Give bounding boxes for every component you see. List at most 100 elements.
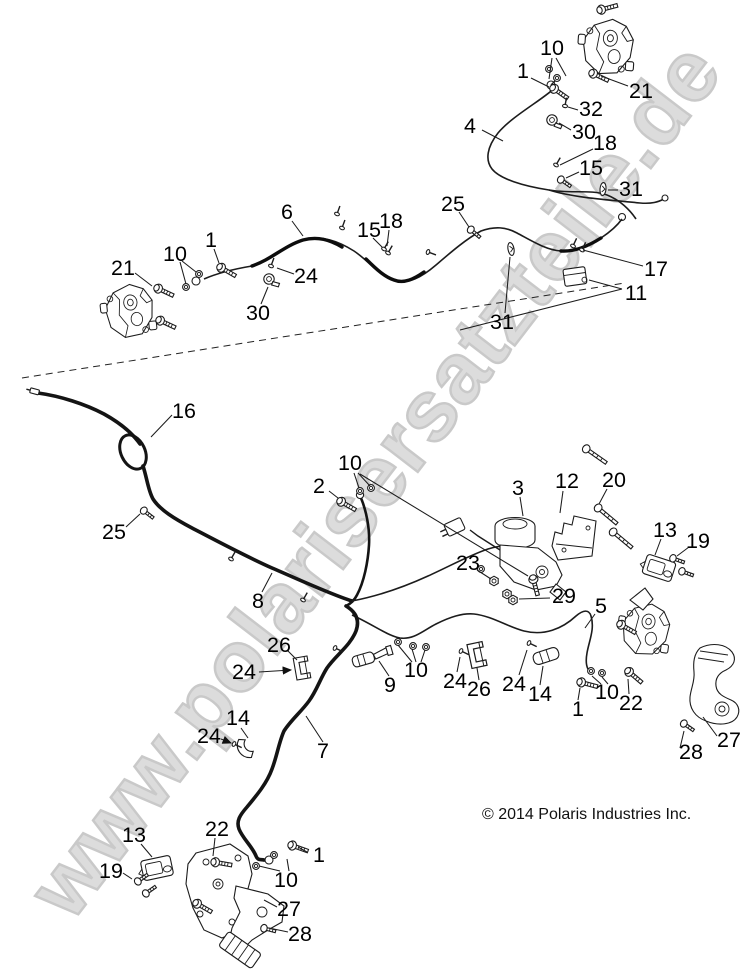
caliper-bracket-27-right — [689, 643, 740, 725]
callout-15: 15 — [357, 218, 381, 242]
leader-line — [286, 858, 290, 872]
copyright-text: © 2014 Polaris Industries Inc. — [482, 806, 692, 823]
leader-line — [261, 572, 273, 593]
clamp-30-top — [545, 112, 564, 132]
front-brake-hose-6 — [191, 218, 623, 286]
callout-16: 16 — [172, 399, 196, 423]
leader-line — [276, 267, 295, 275]
leader-line — [458, 211, 470, 228]
callout-24: 24 — [232, 660, 256, 684]
callout-19: 19 — [686, 529, 710, 553]
front-right-caliper — [575, 16, 638, 77]
callout-19: 19 — [99, 859, 123, 883]
callout-1: 1 — [517, 59, 529, 83]
leader-line — [702, 716, 718, 737]
callout-30: 30 — [246, 301, 270, 325]
callout-32: 32 — [579, 97, 603, 121]
leader-line — [559, 490, 564, 514]
leader-line — [600, 75, 629, 87]
leader-line — [456, 656, 461, 673]
leader-line — [591, 675, 602, 685]
callout-1: 1 — [572, 697, 584, 721]
leader-line — [378, 660, 390, 677]
leader-line — [179, 261, 187, 285]
leader-line — [476, 667, 480, 681]
callout-22: 22 — [205, 817, 229, 841]
leader-arrow — [258, 666, 293, 675]
callout-21: 21 — [111, 256, 135, 280]
leader-line — [213, 248, 220, 264]
callout-31: 31 — [619, 177, 643, 201]
callout-29: 29 — [552, 584, 576, 608]
leader-line — [518, 649, 528, 676]
leader-line — [555, 57, 567, 77]
leader-line — [558, 122, 572, 131]
rear-brake-line-5 — [351, 610, 594, 675]
leader-line — [567, 106, 579, 111]
front-left-caliper — [97, 281, 159, 341]
callout-10: 10 — [274, 868, 298, 892]
callout-18: 18 — [379, 209, 403, 233]
leader-line — [359, 473, 529, 577]
callout-28: 28 — [288, 922, 312, 946]
leader-line — [125, 513, 141, 528]
rear-caliper-tab — [629, 587, 654, 611]
leader-line — [291, 220, 304, 237]
callout-14: 14 — [528, 682, 552, 706]
callout-11: 11 — [625, 281, 647, 305]
leader-line — [584, 613, 596, 629]
callout-20: 20 — [602, 468, 626, 492]
clip-31-mid — [506, 241, 516, 257]
leader-line — [548, 57, 553, 80]
pedal-mount-assembly — [185, 843, 285, 969]
callout-18: 18 — [593, 131, 617, 155]
leader-line — [530, 77, 550, 88]
callout-9: 9 — [384, 673, 396, 697]
callout-25: 25 — [441, 192, 465, 216]
leader-line — [420, 649, 426, 663]
junction-block-11 — [562, 266, 588, 287]
callout-2: 2 — [313, 474, 325, 498]
clamp-30-mid — [262, 271, 281, 291]
callout-10: 10 — [338, 451, 362, 475]
frame-reference-line — [21, 282, 626, 379]
callout-12: 12 — [555, 469, 579, 493]
leader-line — [258, 865, 281, 872]
leader-line — [519, 496, 524, 517]
callout-23: 23 — [456, 551, 480, 575]
leader-line — [386, 229, 390, 247]
callout-24: 24 — [502, 672, 526, 696]
leader-line — [181, 260, 197, 273]
leader-line — [122, 872, 133, 880]
callout-13: 13 — [122, 823, 146, 847]
leader-line — [287, 650, 298, 661]
leader-line — [565, 171, 580, 179]
callout-4: 4 — [464, 114, 476, 138]
callout-30: 30 — [572, 120, 596, 144]
leader-line — [260, 286, 269, 305]
leader-line — [676, 546, 690, 557]
callout-1: 1 — [205, 228, 217, 252]
leader-line — [504, 256, 511, 314]
callout-10: 10 — [540, 36, 564, 60]
parking-brake-cable-8 — [26, 387, 354, 603]
leader-line — [539, 665, 544, 686]
callout-15: 15 — [579, 156, 603, 180]
callout-10: 10 — [404, 658, 428, 682]
leader-line — [598, 488, 608, 505]
leader-line — [654, 538, 662, 556]
leader-line — [679, 730, 685, 749]
clamp-26-right — [466, 640, 488, 670]
leader-line — [134, 272, 153, 287]
callout-13: 13 — [653, 518, 677, 542]
leader-line — [263, 899, 278, 908]
leader-line — [476, 569, 492, 580]
reservoir-cover-12 — [551, 515, 597, 561]
leader-line — [627, 678, 630, 695]
callout-24: 24 — [294, 264, 318, 288]
leader-line — [305, 715, 324, 743]
leader-line — [140, 843, 153, 858]
callout-8: 8 — [252, 589, 264, 613]
callout-1: 1 — [313, 843, 325, 867]
